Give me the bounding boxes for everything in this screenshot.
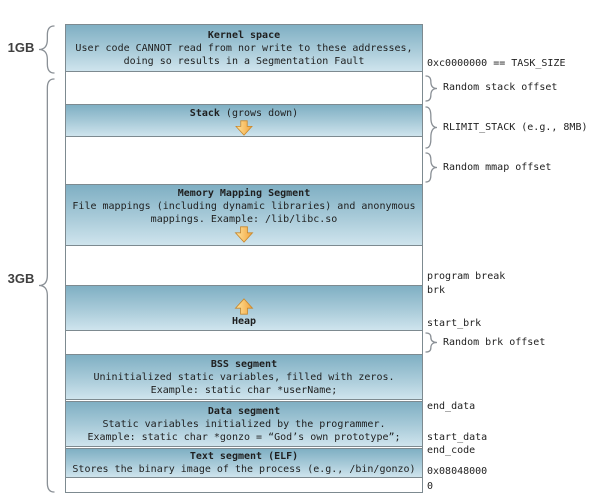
random-brk-offset-brace	[425, 332, 438, 353]
segment-title: Text segment (ELF)	[189, 451, 299, 462]
segment-kernel-space: Kernel space User code CANNOT read from …	[65, 24, 423, 72]
segment-memory-mapping: Memory Mapping Segment File mappings (in…	[65, 184, 423, 246]
random-mmap-offset-brace	[425, 152, 438, 183]
segment-description-line: Example: static char *userName;	[150, 384, 338, 396]
segment-description-line: Stores the binary image of the process (…	[72, 464, 416, 475]
label-random-mmap-offset: Random mmap offset	[443, 162, 552, 173]
label-start-data: start_data	[427, 432, 488, 443]
segment-heap: Heap	[65, 285, 423, 331]
segment-description-line: File mappings (including dynamic librari…	[72, 201, 416, 212]
label-start-brk: start_brk	[427, 318, 482, 329]
segment-description-line: Static variables initialized by the prog…	[102, 418, 386, 430]
label-random-stack-offset: Random stack offset	[443, 82, 558, 93]
label-rlimit-stack: RLIMIT_STACK (e.g., 8MB)	[443, 122, 588, 133]
segment-description-line: Example: static char *gonzo = “God’s own…	[87, 431, 401, 443]
kernel-size-brace	[38, 25, 55, 74]
grow-down-arrow-icon	[235, 120, 253, 136]
grow-up-arrow-icon	[234, 298, 254, 315]
label-end-code: end_code	[427, 445, 476, 456]
segment-title: Heap	[231, 316, 257, 327]
label-program-break: program break	[427, 271, 506, 282]
segment-text: Text segment (ELF) Stores the binary ima…	[65, 448, 423, 478]
label-brk: brk	[427, 285, 446, 296]
segment-bss: BSS segment Uninitialized static variabl…	[65, 354, 423, 400]
segment-description-line: mappings. Example: /lib/libc.so	[150, 214, 338, 225]
user-size-label: 3GB	[7, 271, 35, 286]
segment-stack: Stack (grows down)	[65, 104, 423, 137]
random-stack-offset-brace	[425, 75, 438, 102]
segment-title: Data segment	[207, 405, 281, 417]
segment-title: BSS segment	[210, 358, 278, 370]
segment-title-note: (grows down)	[219, 108, 299, 119]
user-size-brace	[38, 78, 55, 493]
segment-title: Memory Mapping Segment	[177, 188, 311, 199]
rlimit-stack-brace	[425, 106, 438, 149]
segment-description-line: doing so results in a Segmentation Fault	[123, 55, 365, 67]
segment-description-line: Uninitialized static variables, filled w…	[93, 371, 395, 383]
label-end-data: end_data	[427, 401, 476, 412]
segment-title: Kernel space	[207, 29, 281, 41]
kernel-size-label: 1GB	[7, 40, 35, 55]
segment-title: Stack	[189, 108, 220, 119]
grow-down-arrow-icon	[234, 226, 254, 243]
label-random-brk-offset: Random brk offset	[443, 337, 546, 348]
label-task-size: 0xc0000000 == TASK_SIZE	[427, 58, 566, 69]
label-zero-address: 0	[427, 481, 434, 492]
segment-title-row: Stack (grows down)	[190, 107, 298, 120]
segment-data: Data segment Static variables initialize…	[65, 401, 423, 447]
label-load-address: 0x08048000	[427, 466, 488, 477]
segment-description-line: User code CANNOT read from nor write to …	[75, 42, 413, 54]
